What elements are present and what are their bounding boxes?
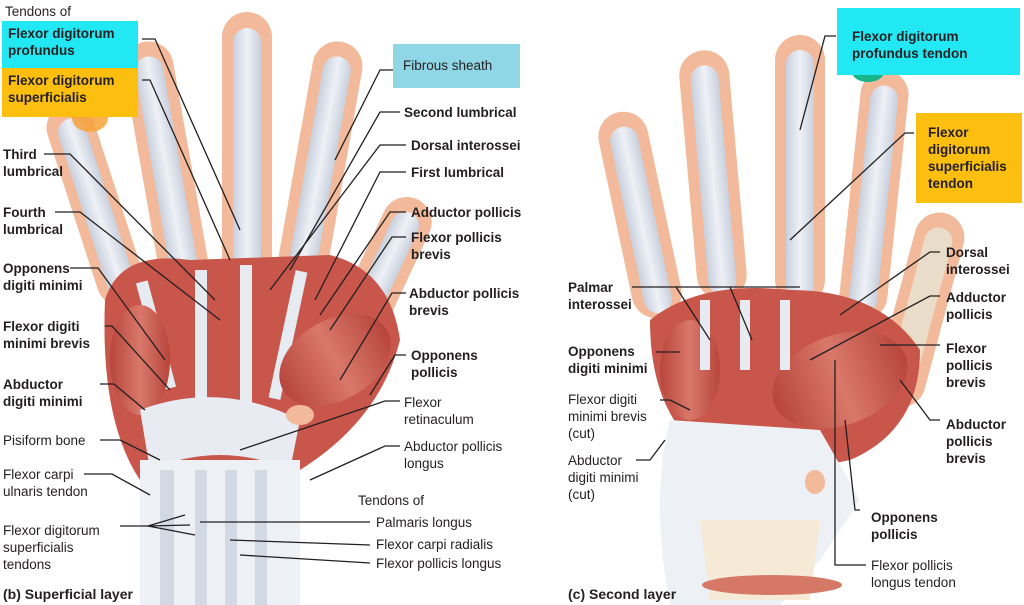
label-opponens-digiti-minimi-c: Opponens digiti minimi: [568, 344, 648, 376]
label-abductor-digiti-minimi: Abductor digiti minimi: [3, 377, 83, 409]
label-flexor-pollicis-brevis-c: Flexor pollicis brevis: [946, 341, 993, 390]
label-opponens-pollicis-c: Opponens pollicis: [871, 510, 938, 542]
label-flexor-pollicis-brevis: Flexor pollicis brevis: [411, 230, 502, 262]
label-fds-tendons: Flexor digitorum superficialis tendons: [3, 523, 100, 572]
label-third-lumbrical: Third lumbrical: [3, 147, 64, 179]
label-adductor-pollicis: Adductor pollicis: [411, 205, 522, 220]
caption-superficial-layer: (b) Superficial layer: [3, 586, 133, 602]
label-abductor-pollicis-longus: Abductor pollicis longus: [404, 439, 503, 471]
label-abductor-pollicis-brevis: Abductor pollicis brevis: [409, 286, 520, 318]
label-dorsal-interossei: Dorsal interossei: [411, 138, 521, 153]
superficial-layer-hand: [46, 12, 432, 605]
label-abductor-pollicis-brevis-c: Abductor pollicis brevis: [946, 417, 1006, 466]
label-opponens-digiti-minimi: Opponens digiti minimi: [3, 261, 83, 293]
label-flexor-digitorum-superficialis: Flexor digitorum superficialis: [2, 68, 138, 117]
bottom-tendons-header: Tendons of: [358, 493, 425, 508]
label-flexor-digitorum-profundus: Flexor digitorum profundus: [2, 21, 138, 68]
label-opponens-pollicis: Opponens pollicis: [411, 348, 478, 380]
label-flexor-digiti-minimi-brevis-cut: Flexor digiti minimi brevis (cut): [568, 392, 647, 441]
label-palmaris-longus: Palmaris longus: [376, 515, 473, 530]
label-flexor-pollicis-longus-tendon: Flexor pollicis longus tendon: [871, 558, 956, 590]
label-first-lumbrical: First lumbrical: [411, 165, 505, 180]
label-pisiform-bone: Pisiform bone: [3, 433, 86, 448]
tendons-of-header: Tendons of: [5, 4, 72, 19]
label-flexor-retinaculum: Flexor retinaculum: [404, 395, 474, 427]
label-abductor-digiti-minimi-cut: Abductor digiti minimi (cut): [568, 453, 639, 502]
label-adductor-pollicis-c: Adductor pollicis: [946, 290, 1006, 322]
label-palmar-interossei: Palmar interossei: [568, 280, 632, 312]
label-fdp-tendon: Flexor digitorum profundus tendon: [837, 8, 1020, 75]
label-dorsal-interossei-c: Dorsal interossei: [946, 245, 1010, 277]
label-second-lumbrical: Second lumbrical: [404, 105, 517, 120]
label-fds-tendon: Flexor digitorum superficialis tendon: [916, 113, 1022, 203]
label-flexor-pollicis-longus: Flexor pollicis longus: [376, 556, 502, 571]
label-fourth-lumbrical: Fourth lumbrical: [3, 205, 64, 237]
caption-second-layer: (c) Second layer: [568, 586, 677, 602]
label-fibrous-sheath: Fibrous sheath: [393, 44, 520, 88]
label-flexor-carpi-ulnaris-tendon: Flexor carpi ulnaris tendon: [3, 467, 88, 499]
leader-lines: [44, 35, 940, 566]
label-flexor-digiti-minimi-brevis: Flexor digiti minimi brevis: [3, 319, 91, 351]
label-flexor-carpi-radialis: Flexor carpi radialis: [376, 537, 494, 552]
